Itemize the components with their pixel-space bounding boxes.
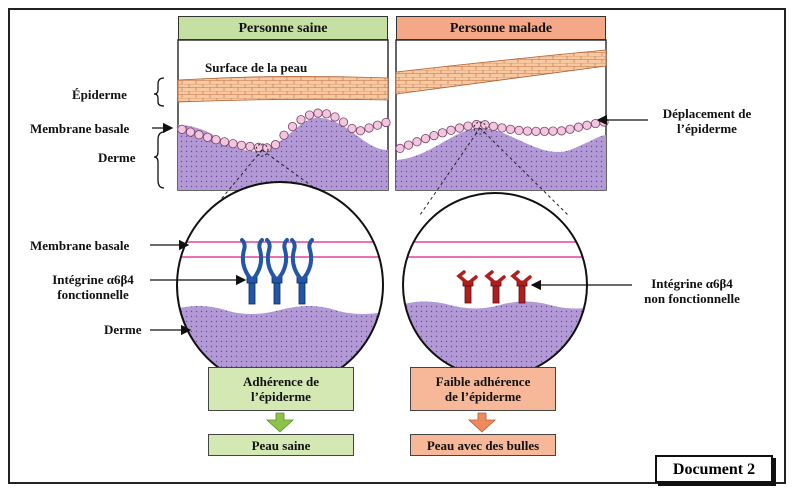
basal-membrane-cell	[582, 120, 592, 130]
basal-membrane-cell	[463, 121, 473, 131]
basal-membrane-cell	[488, 121, 499, 131]
basal-membrane-cell	[548, 126, 558, 136]
basal-membrane-cell	[321, 109, 332, 119]
epidermis-layer	[395, 49, 607, 95]
basal-membrane-cell	[372, 120, 383, 130]
basal-membrane-label: Membrane basale	[30, 121, 130, 136]
integrin-functional	[240, 238, 264, 305]
basal-membrane-cell	[437, 128, 448, 138]
sick-adhesion-box: Faible adhérence de l’épiderme	[410, 367, 556, 411]
displacement-line-2: l’épiderme	[677, 121, 737, 136]
annotation-pointers	[150, 77, 648, 336]
healthy-skin-panel	[177, 39, 391, 216]
functional-integrin-label: Intégrine α6β4 fonctionnelle	[38, 272, 148, 302]
basal-membrane-cell	[347, 123, 357, 134]
dermis-layer	[178, 117, 388, 190]
dermis-label: Derme	[98, 150, 136, 165]
basal-membrane-cell	[202, 132, 213, 142]
healthy-result-box: Peau saine	[208, 434, 354, 456]
basal-membrane-cell	[228, 139, 238, 149]
figure-frame	[8, 8, 786, 484]
basal-membrane-cell	[395, 143, 405, 154]
epidermis-label: Épiderme	[72, 87, 127, 102]
basal-membrane-cell	[304, 110, 315, 120]
basal-membrane-cell	[412, 137, 422, 147]
basal-membrane-cell	[262, 143, 272, 153]
basal-membrane-cell	[522, 126, 533, 136]
basal-membrane-cells	[395, 117, 609, 154]
epidermis-displacement-label: Déplacement de l’épiderme	[652, 106, 762, 136]
basal-membrane-cell	[454, 123, 465, 133]
basal-membrane-cell	[381, 117, 391, 128]
document-label: Document 2	[655, 455, 773, 483]
basal-membrane-cell	[539, 126, 550, 136]
healthy-flow-arrow	[265, 412, 295, 433]
nonfunctional-integrin-label: Intégrine α6β4 non fonctionnelle	[632, 276, 752, 306]
healthy-adhesion-line-1: Adhérence de	[243, 374, 319, 389]
integrin-nonfunctional-group	[456, 270, 532, 304]
nonfunctional-integrin-line-2: non fonctionnelle	[644, 291, 740, 306]
basal-membrane-cell	[177, 124, 187, 134]
epidermis-layer	[177, 76, 389, 103]
basal-membrane-cell	[185, 127, 196, 137]
basal-membrane-cell	[194, 130, 204, 140]
basal-membrane-cell	[505, 124, 516, 134]
basal-membrane-cell	[296, 115, 306, 125]
nonfunctional-integrin-line-1: Intégrine α6β4	[651, 276, 733, 291]
skin-surface-label: Surface de la peau	[205, 60, 308, 75]
basal-membrane-cell	[245, 141, 255, 152]
displacement-line-1: Déplacement de	[662, 106, 752, 121]
sick-result-box: Peau avec des bulles	[410, 434, 556, 456]
sick-skin-panel	[395, 39, 609, 216]
basal-membrane-cell	[531, 126, 541, 136]
sick-adhesion-line-1: Faible adhérence	[435, 374, 531, 389]
basal-membrane-cell	[497, 123, 507, 133]
healthy-adhesion-box: Adhérence de l’épiderme	[208, 367, 354, 411]
basal-membrane-cell	[556, 126, 567, 136]
basal-membrane-cell	[471, 119, 482, 130]
integrin-nonfunctional	[484, 270, 506, 304]
basal-membrane-cell	[514, 125, 524, 135]
zoom-basal-membrane-label: Membrane basale	[30, 238, 130, 253]
basal-membrane-cell	[279, 130, 289, 140]
basal-membrane-cells	[177, 108, 391, 153]
sick-adhesion-line-2: de l’épiderme	[444, 389, 522, 404]
integrin-nonfunctional	[456, 270, 478, 304]
basal-membrane-cell	[270, 140, 281, 150]
healthy-adhesion-line-2: l’épiderme	[251, 389, 311, 404]
sick-flow-arrow	[467, 412, 497, 433]
healthy-person-header: Personne saine	[178, 16, 388, 40]
basal-membrane-cell	[364, 123, 374, 133]
sick-person-header: Personne malade	[396, 16, 606, 40]
basal-membrane-cell	[219, 137, 230, 147]
basal-membrane-cell	[338, 117, 349, 127]
basal-membrane-cell	[211, 135, 221, 145]
integrin-functional	[290, 238, 314, 305]
functional-integrin-line-2: fonctionnelle	[57, 287, 129, 302]
zoom-dermis-label: Derme	[104, 322, 142, 337]
basal-membrane-cell	[403, 140, 414, 150]
integrin-nonfunctional	[510, 270, 532, 304]
basal-membrane-cell	[236, 140, 247, 150]
basal-membrane-cell	[599, 117, 609, 127]
basal-membrane-cell	[565, 124, 575, 134]
functional-integrin-line-1: Intégrine α6β4	[52, 272, 134, 287]
basal-membrane-cell	[287, 122, 298, 132]
basal-membrane-cell	[420, 134, 431, 144]
integrin-functional-group	[240, 238, 314, 305]
basal-membrane-cell	[330, 112, 340, 122]
basal-membrane-cell	[355, 126, 366, 136]
basal-membrane-cell	[573, 122, 584, 132]
basal-membrane-cell	[429, 131, 439, 141]
basal-membrane-cell	[446, 125, 456, 135]
integrin-functional	[265, 238, 289, 305]
basal-membrane-cell	[313, 108, 323, 118]
